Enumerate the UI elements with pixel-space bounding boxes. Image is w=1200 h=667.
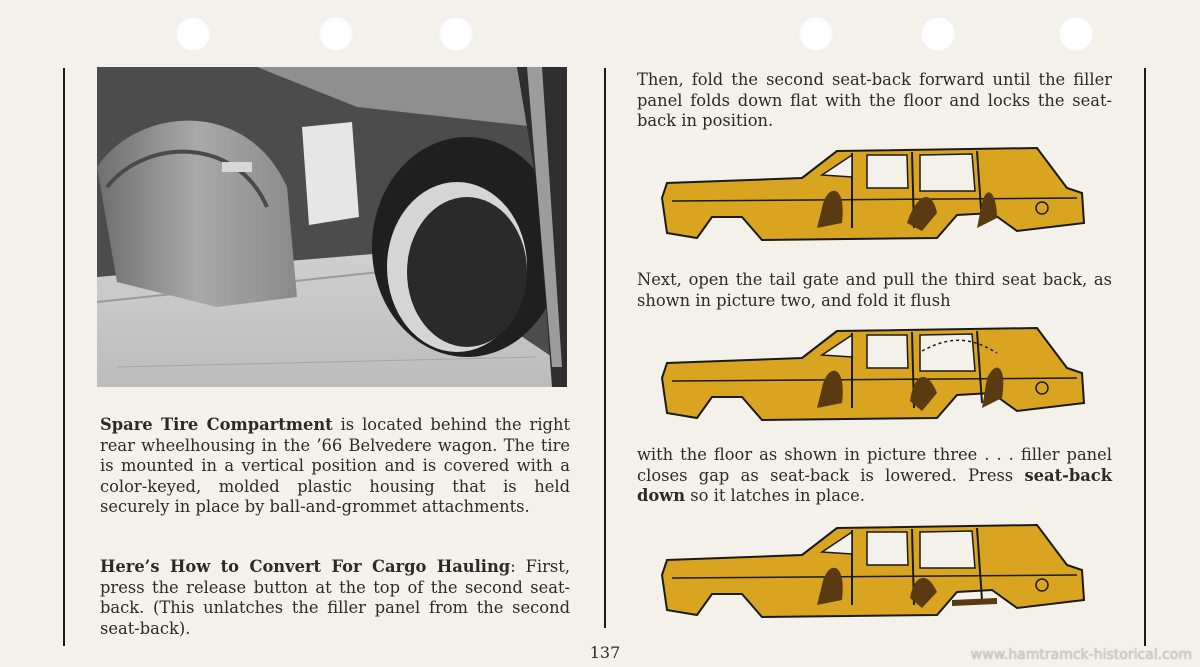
cargo-conversion-heading: Here’s How to Convert For Cargo Hauling — [100, 557, 511, 576]
punch-hole — [438, 16, 474, 52]
spare-tire-heading: Spare Tire Compartment — [100, 415, 333, 434]
step2-paragraph: Next, open the tail gate and pull the th… — [637, 270, 1112, 310]
punch-hole — [318, 16, 354, 52]
spare-tire-compartment-photo — [97, 67, 567, 387]
wagon-diagram-step1 — [660, 146, 1086, 242]
left-margin-rule — [63, 68, 65, 646]
step3-text: with the floor as shown in picture three… — [637, 445, 1112, 485]
right-margin-rule — [1144, 68, 1146, 646]
trunk-photo-illustration — [97, 67, 567, 387]
punch-hole — [1058, 16, 1094, 52]
wagon-diagram-step2 — [660, 326, 1086, 422]
watermark: www.hamtramck-historical.com — [970, 647, 1192, 663]
punch-hole — [798, 16, 834, 52]
center-divider-rule — [604, 68, 606, 628]
punch-hole — [920, 16, 956, 52]
step3-emphasis: seat-back down — [637, 465, 1112, 506]
page-number: 137 — [589, 643, 621, 662]
cargo-conversion-paragraph: Here’s How to Convert For Cargo Hauling:… — [100, 557, 570, 639]
cargo-conversion-body: : First, press the release button at the… — [100, 557, 571, 638]
step3-end: so it latches in place. — [685, 486, 865, 505]
spare-tire-paragraph: Spare Tire Compartment is located behind… — [100, 415, 570, 518]
step3-paragraph: with the floor as shown in picture three… — [637, 445, 1112, 507]
spare-tire-body: is located behind the right rear wheelho… — [100, 415, 570, 516]
step1-paragraph: Then, fold the second seat-back forward … — [637, 70, 1112, 130]
punch-hole — [175, 16, 211, 52]
wagon-diagram-step3 — [660, 523, 1086, 619]
